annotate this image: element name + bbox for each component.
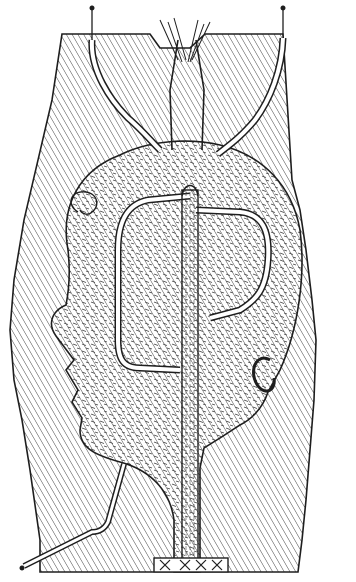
throat-tube-end-icon	[20, 566, 25, 571]
left-tube-knob-icon	[90, 6, 95, 11]
spinal-column	[182, 190, 198, 572]
right-tube-knob-icon	[281, 6, 286, 11]
